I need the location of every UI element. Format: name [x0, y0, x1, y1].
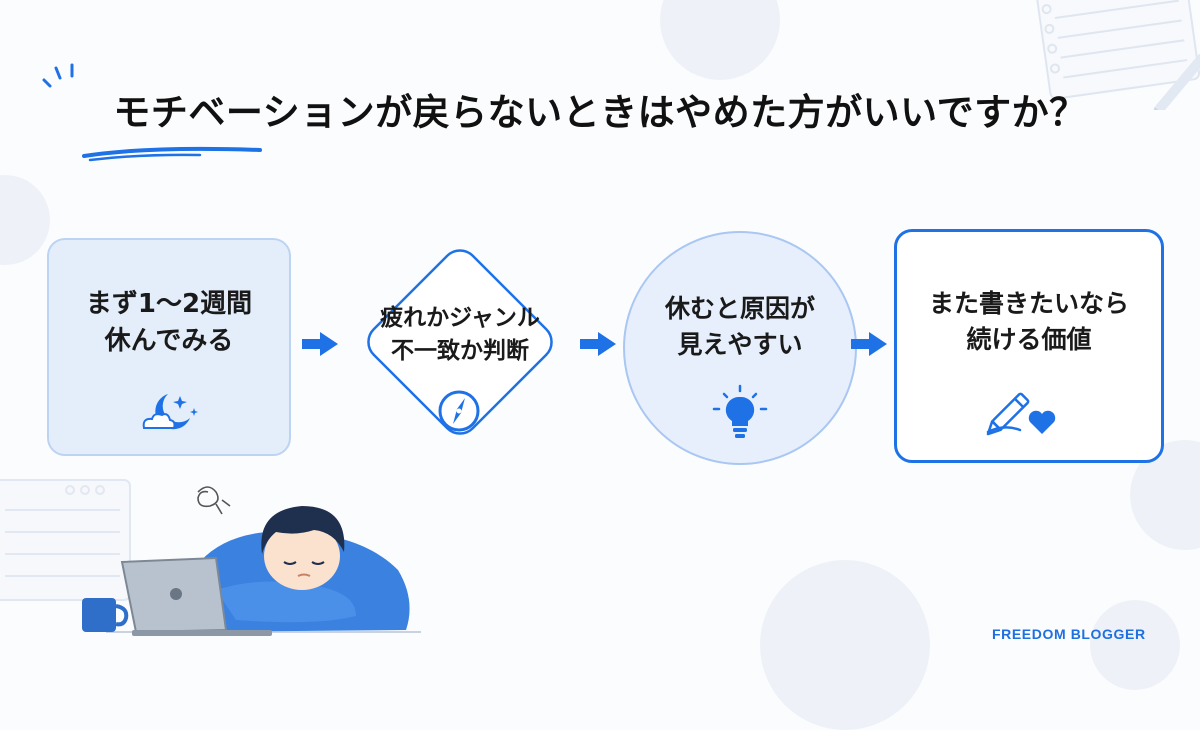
notebook-decoration [1035, 0, 1200, 110]
notebook-decoration [0, 479, 131, 601]
step-2-line2: 不一致か判断 [391, 337, 529, 364]
page-title: モチベーションが戻らないときはやめた方がいいですか？ [113, 91, 1087, 134]
step-3-text: 休むと原因が 見えやすい [623, 291, 857, 362]
step-2-diamond [367, 249, 553, 435]
lightbulb-icon [712, 384, 768, 438]
emphasis-marks [42, 63, 74, 88]
moon-stars-icon [142, 394, 198, 430]
step-3-line2: 見えやすい [677, 329, 803, 359]
arrow-right-icon [302, 332, 338, 356]
title-underline [82, 146, 262, 162]
bg-circle [760, 560, 930, 730]
step-1-text: まず1〜2週間 休んでみる [47, 286, 291, 360]
step-2-line1: 疲れかジャンル [380, 305, 540, 331]
sleeping-person-illustration [82, 486, 421, 636]
bg-circle [0, 175, 50, 265]
pencil-heart-icon [986, 392, 1056, 436]
step-4-box [894, 229, 1164, 463]
step-4-line1: また書きたいなら [928, 289, 1129, 318]
brand-label: FREEDOM BLOGGER [992, 626, 1146, 642]
step-4-text: また書きたいなら 続ける価値 [894, 286, 1164, 357]
step-3-line1: 休むと原因が [664, 294, 815, 323]
bg-circle [1090, 600, 1180, 690]
step-4-line2: 続ける価値 [966, 324, 1092, 354]
step-2-text: 疲れかジャンル 不一致か判断 [340, 302, 580, 367]
step-1-line1: まず1〜2週間 [85, 289, 253, 319]
compass-icon [438, 390, 480, 432]
arrow-right-icon [851, 332, 887, 356]
bg-circle [660, 0, 780, 80]
arrow-right-icon [580, 332, 616, 356]
step-1-line2: 休んでみる [104, 325, 234, 356]
